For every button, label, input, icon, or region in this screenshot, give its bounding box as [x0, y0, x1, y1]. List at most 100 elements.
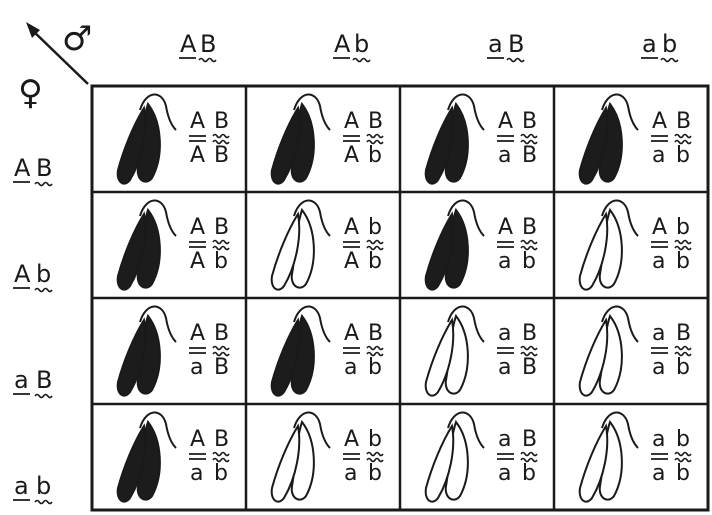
genotype-allele: B — [522, 321, 537, 346]
underline-wavy — [35, 395, 52, 398]
male-symbol: ♂ — [62, 19, 92, 59]
dark-pod-icon — [580, 94, 638, 183]
allele-label: a — [14, 472, 29, 500]
genotype-allele: A — [190, 109, 205, 134]
light-pod-icon — [272, 412, 330, 501]
genotype-allele: b — [676, 355, 690, 380]
light-pod-icon — [580, 306, 638, 395]
underline-wavy — [507, 59, 524, 62]
allele-wave — [521, 453, 537, 456]
punnett-cell: ABab — [118, 412, 229, 501]
underline-wavy — [199, 59, 216, 62]
genotype-allele: B — [676, 109, 691, 134]
female-gamete-headers: ABAbaBab — [13, 154, 52, 504]
genotype-allele: a — [190, 461, 203, 486]
punnett-cell: ABAb — [118, 200, 229, 289]
genotype-allele: A — [652, 215, 667, 240]
allele-label: B — [508, 30, 524, 58]
allele-label: A — [14, 154, 31, 182]
underline-wavy — [35, 501, 52, 504]
genotype-allele: A — [190, 143, 205, 168]
genotype-allele: a — [652, 143, 665, 168]
underline-wavy — [35, 183, 52, 186]
punnett-cell: aBab — [426, 412, 537, 501]
genotype-allele: a — [498, 427, 511, 452]
genotype-allele: a — [344, 355, 357, 380]
punnett-cell: ABab — [272, 306, 383, 395]
light-pod-icon — [426, 306, 484, 395]
genotype-allele: a — [498, 143, 511, 168]
genotype-allele: B — [522, 143, 537, 168]
light-pod-icon — [426, 412, 484, 501]
genotype-allele: A — [498, 215, 513, 240]
column-header: aB — [487, 30, 524, 62]
genotype-allele: b — [368, 355, 382, 380]
allele-label: B — [36, 154, 52, 182]
allele-wave — [675, 241, 691, 244]
genotype-allele: a — [344, 461, 357, 486]
genotype-allele: b — [676, 249, 690, 274]
genotype-allele: a — [652, 461, 665, 486]
row-header: aB — [13, 366, 52, 398]
allele-wave — [213, 347, 229, 350]
light-pod-icon — [580, 412, 638, 501]
genotype-allele: b — [368, 215, 382, 240]
dark-pod-icon — [118, 94, 176, 183]
genotype-allele: a — [190, 355, 203, 380]
allele-label: b — [36, 260, 51, 288]
genotype-allele: a — [498, 355, 511, 380]
genotype-allele: A — [190, 249, 205, 274]
allele-label: B — [36, 366, 52, 394]
genotype-allele: B — [368, 321, 383, 346]
genotype-allele: B — [522, 215, 537, 240]
allele-label: b — [662, 30, 677, 58]
genotype-allele: a — [652, 427, 665, 452]
allele-wave — [675, 347, 691, 350]
light-pod-icon — [580, 200, 638, 289]
genotype-allele: A — [190, 321, 205, 346]
allele-wave — [367, 347, 383, 350]
female-symbol: ♀ — [18, 73, 43, 113]
genotype-allele: A — [652, 109, 667, 134]
allele-label: a — [488, 30, 503, 58]
allele-wave — [521, 241, 537, 244]
underline-wavy — [35, 289, 52, 292]
genotype-allele: a — [498, 249, 511, 274]
genotype-allele: b — [368, 249, 382, 274]
allele-label: b — [36, 472, 51, 500]
genotype-allele: B — [214, 427, 229, 452]
allele-wave — [213, 135, 229, 138]
allele-wave — [367, 135, 383, 138]
genotype-allele: B — [522, 427, 537, 452]
punnett-cell: aBaB — [426, 306, 537, 395]
allele-wave — [367, 241, 383, 244]
genotype-allele: A — [344, 109, 359, 134]
genotype-allele: b — [522, 461, 536, 486]
dark-pod-icon — [118, 412, 176, 501]
underline-wavy — [661, 59, 678, 62]
light-pod-icon — [272, 200, 330, 289]
underline-wavy — [353, 59, 370, 62]
genotype-allele: A — [344, 249, 359, 274]
male-gamete-headers: ABAbaBab — [179, 30, 678, 62]
genotype-allele: B — [214, 143, 229, 168]
allele-wave — [367, 453, 383, 456]
genotype-allele: B — [214, 109, 229, 134]
genotype-allele: b — [676, 461, 690, 486]
genotype-allele: B — [522, 109, 537, 134]
genotype-allele: b — [214, 249, 228, 274]
genotype-allele: a — [498, 461, 511, 486]
corner-key: ♂ ♀ — [18, 19, 92, 113]
